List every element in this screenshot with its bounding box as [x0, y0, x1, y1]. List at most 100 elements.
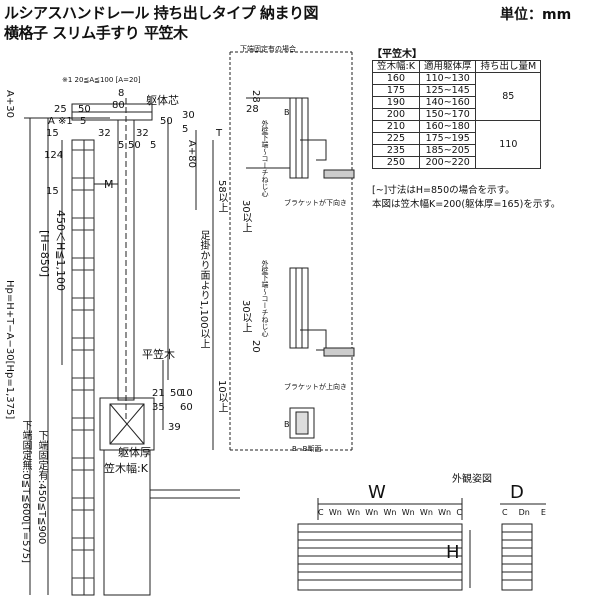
table-row: 200 150~170: [372, 108, 541, 121]
cell-k: 190: [372, 96, 420, 109]
w-part: Wn: [401, 508, 415, 517]
col-header-k: 笠木幅:K: [372, 60, 420, 73]
cell-thickness: 200~220: [418, 156, 477, 169]
label-coaching-1: 外壁下端〜コーチねじ心: [261, 120, 269, 197]
cell-thickness: 185~205: [418, 144, 477, 157]
slat: [71, 269, 95, 299]
w-part: Wn: [419, 508, 433, 517]
cell-k: 160: [372, 72, 420, 85]
label-note1: ※1: [58, 116, 73, 127]
bb-section: [289, 407, 315, 439]
d-part: E: [540, 508, 546, 517]
label-a: A: [48, 116, 55, 127]
table-row: 160 110~130 85: [372, 72, 542, 121]
label-a30: A+30: [4, 90, 15, 118]
note-h850: [~]寸法はH=850の場合を示す。: [372, 185, 515, 196]
label-m: M: [104, 178, 114, 191]
side-frame: [501, 523, 533, 591]
spec-table-title: 【平笠木】: [372, 49, 422, 60]
dim-124: 124: [44, 150, 64, 161]
wall-top-2: [323, 347, 355, 357]
cell-k: 200: [372, 108, 420, 121]
page-subtitle: 横格子 スリム手すり 平笠木: [4, 24, 188, 42]
slat: [71, 189, 95, 219]
col-header-thickness: 適用躯体厚: [418, 60, 477, 73]
label-ashigakari: 足掛かり面より1,100以上: [198, 230, 209, 349]
label-lower-fixed-yes: 下端固定有:450≦T≦900: [36, 430, 47, 545]
table-row: 175 125~145: [372, 84, 541, 97]
dim-60: 60: [180, 402, 193, 413]
d-part: C: [502, 508, 508, 517]
dim-30: 30: [182, 110, 195, 121]
cell-k: 175: [372, 84, 420, 97]
unit-label: 単位：mm: [500, 7, 572, 23]
w-part: Wn: [365, 508, 379, 517]
side-post-top: [289, 97, 309, 179]
bracket-down: [300, 139, 327, 161]
bracket-up: [300, 329, 327, 351]
label-lower-fixed-none: 下端固定無:0≦T≦600[T=575]: [20, 420, 31, 564]
cell-thickness: 175~195: [418, 132, 477, 145]
cell-k: 250: [372, 156, 420, 169]
label-bracket-up: ブラケットが上向き: [284, 383, 347, 391]
side-dim-58: 58以上: [216, 180, 227, 213]
label-a80: A+80: [186, 140, 197, 168]
note-a-range: ※1 20≦A≦100 [A=20]: [62, 76, 141, 84]
d-parts: C Dn E: [502, 508, 546, 517]
w-part: Wn: [383, 508, 397, 517]
slat: [71, 509, 95, 539]
slat-group: [71, 149, 95, 579]
dim-5b: 5: [118, 140, 125, 151]
cell-k: 235: [372, 144, 420, 157]
slat: [71, 469, 95, 499]
label-h850: [H=850]: [38, 230, 51, 278]
label-b-top: B: [284, 108, 290, 117]
label-kutai-shin: 躯体芯: [146, 94, 179, 107]
label-hp: Hp=H+T−A−30[Hp=1,375]: [4, 280, 15, 420]
wall-top-1: [323, 169, 355, 179]
table-row: 210 160~180 110: [372, 120, 542, 169]
post-outline: [71, 139, 95, 596]
dim-15: 15: [46, 128, 59, 139]
side-dim-30a: 30以上: [240, 200, 251, 233]
cell-thickness: 125~145: [418, 84, 477, 97]
note-k200: 本図は笠木幅K=200(躯体厚=165)を示す。: [372, 199, 561, 210]
label-b-bottom: B: [284, 420, 290, 429]
cell-thickness: 150~170: [418, 108, 477, 121]
label-kutai-atsu: 躯体厚: [118, 446, 151, 459]
label-w: W: [368, 482, 386, 503]
w-part: Wn: [438, 508, 452, 517]
dim-35: 35: [152, 402, 165, 413]
dim-50d: 50: [170, 388, 183, 399]
side-post-bottom: [289, 267, 309, 349]
cell-m: 110: [475, 120, 542, 169]
dim-28: 28: [246, 104, 259, 115]
side-dim-20: 20: [250, 340, 261, 353]
w-part: C: [318, 508, 324, 517]
spec-table: 笠木幅:K 適用躯体厚 持ち出し量M 160 110~130 85 175 12…: [372, 60, 542, 169]
table-row: 225 175~195: [372, 132, 541, 145]
exterior-frame: [297, 523, 463, 591]
cell-thickness: 140~160: [418, 96, 477, 109]
kasagi-inner: [109, 403, 145, 445]
w-part: Wn: [328, 508, 342, 517]
slat: [71, 349, 95, 379]
dim-50c: 50: [160, 116, 173, 127]
page-title: ルシアスハンドレール 持ち出しタイプ 納まり図: [4, 4, 318, 22]
slat: [71, 229, 95, 259]
dim-8: 8: [118, 88, 125, 99]
label-d: D: [510, 482, 524, 503]
cell-k: 210: [372, 120, 420, 133]
w-part: Wn: [347, 508, 361, 517]
dim-32a: 32: [98, 128, 111, 139]
cell-k: 225: [372, 132, 420, 145]
side-dim-30b: 30以上: [240, 300, 251, 333]
dim-32b: 32: [136, 128, 149, 139]
label-kasagi-haba: 笠木幅:K: [104, 462, 148, 475]
side-dim-10: 10以上: [216, 380, 227, 413]
label-coaching-2: 外壁下端〜コーチねじ心: [261, 260, 269, 337]
dim-25: 25: [54, 104, 67, 115]
cell-thickness: 110~130: [418, 72, 477, 85]
dim-50: 50: [78, 104, 91, 115]
